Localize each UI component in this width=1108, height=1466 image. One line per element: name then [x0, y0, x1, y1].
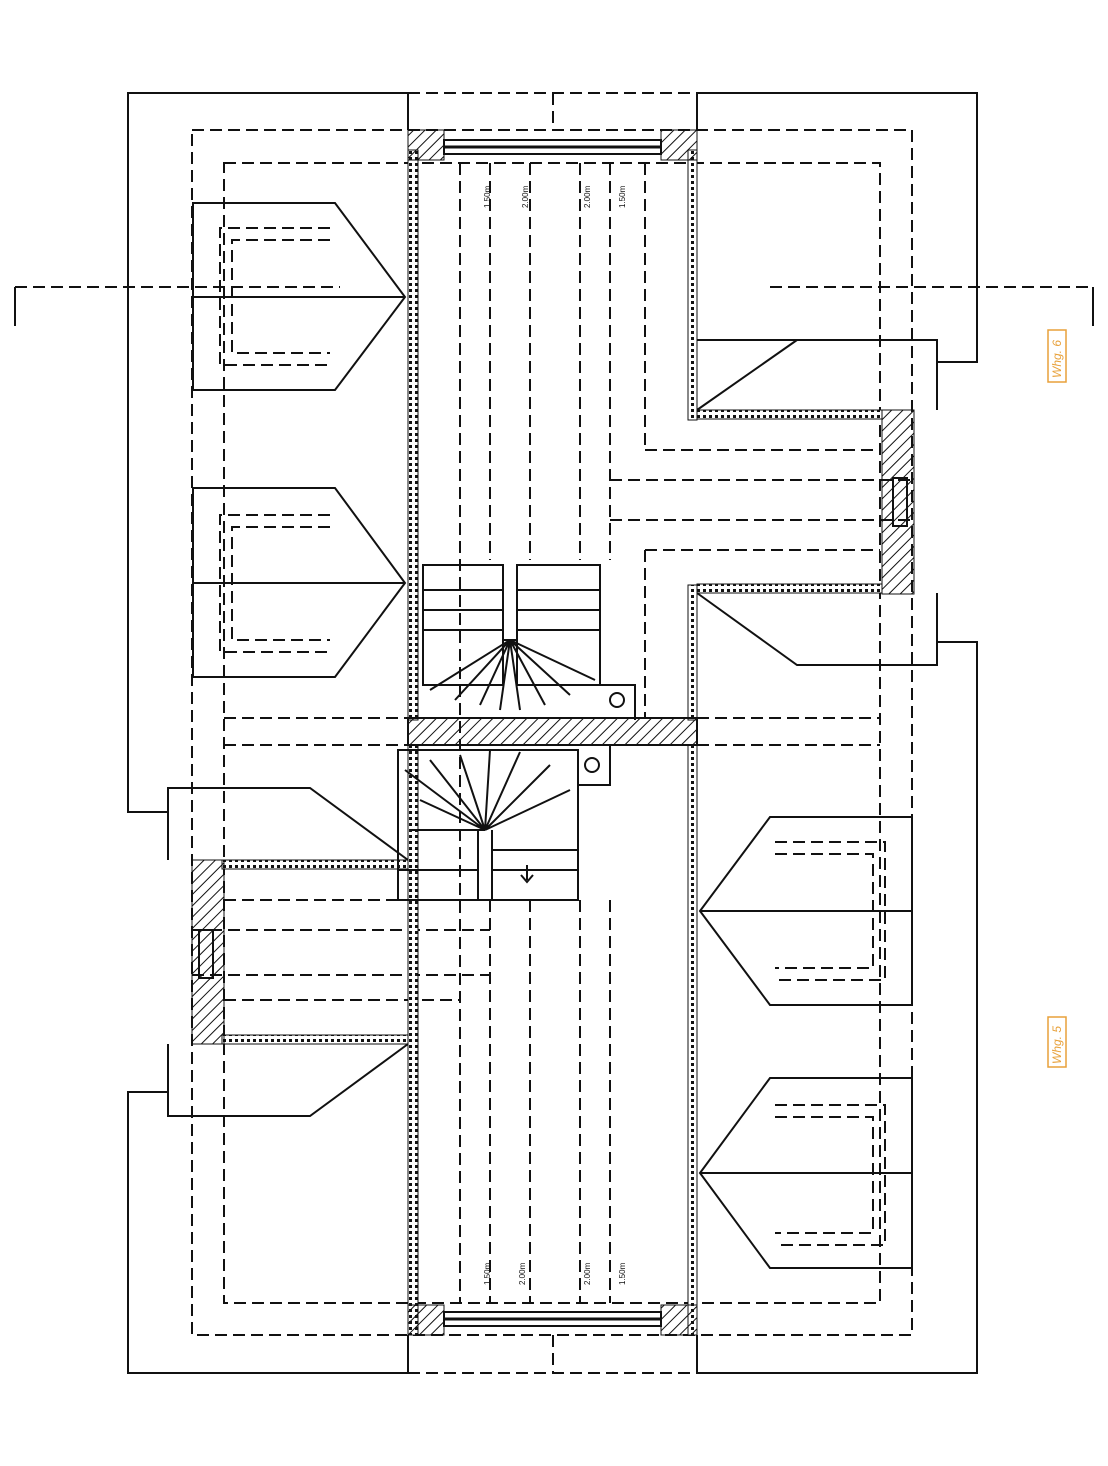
dimension-label: 1.50m	[483, 1262, 492, 1285]
dimension-label: 2.00m	[518, 1262, 527, 1285]
roof-outline	[127, 92, 978, 1374]
party-wall	[407, 717, 698, 746]
walls	[191, 129, 915, 1336]
dimension-label: 2.00m	[521, 185, 530, 208]
staircase	[397, 564, 636, 901]
dimension-label: 1.50m	[618, 1262, 627, 1285]
dormers	[167, 202, 938, 1269]
dimension-label: 1.50m	[618, 185, 627, 208]
dimension-label: 1.50m	[483, 185, 492, 208]
dimension-label: 2.00m	[583, 1262, 592, 1285]
unit-tag-whg5: Whg. 5	[1047, 1016, 1067, 1068]
section-line	[14, 286, 1094, 326]
svg-text:Whg. 5: Whg. 5	[1050, 1026, 1064, 1064]
unit-tag-whg6: Whg. 6	[1047, 329, 1067, 383]
svg-text:Whg. 6: Whg. 6	[1050, 340, 1064, 378]
dimension-labels: 1.50m 2.00m 2.00m 1.50m 1.50m 2.00m 2.00…	[483, 185, 627, 1285]
dimension-label: 2.00m	[583, 185, 592, 208]
windows	[198, 139, 908, 1327]
